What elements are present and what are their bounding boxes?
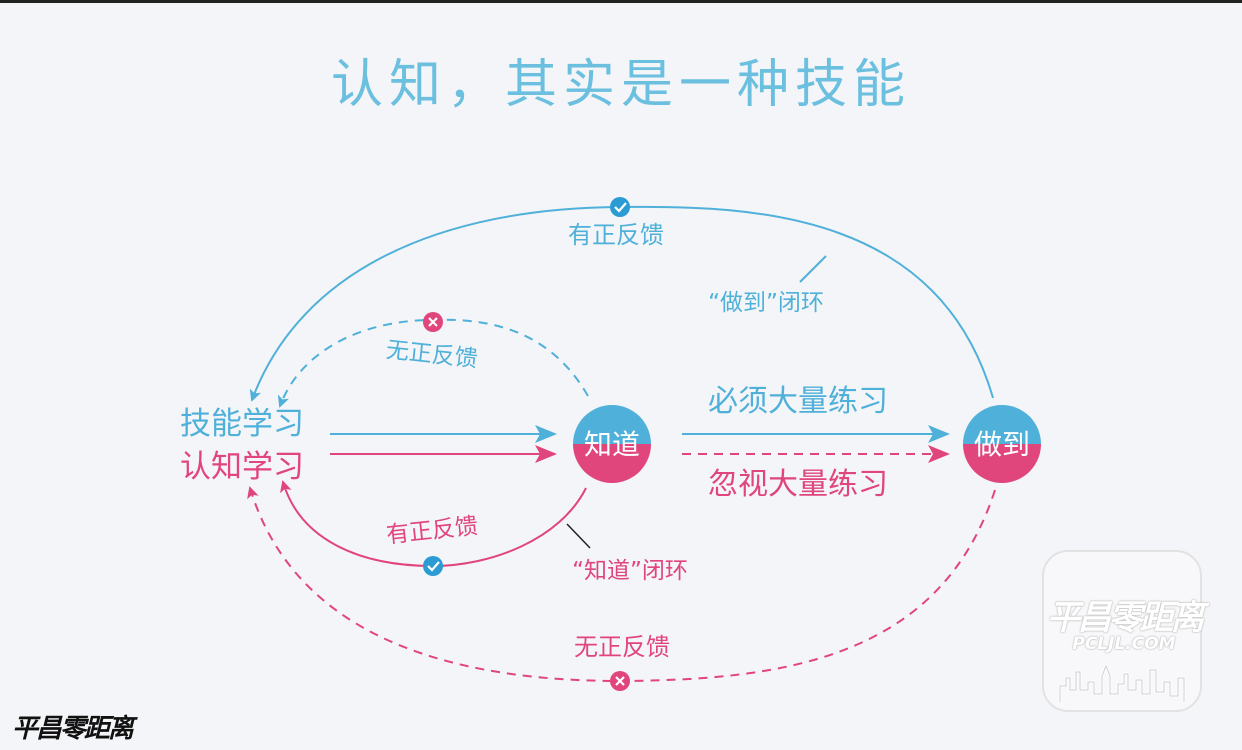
do-loop-label: “做到”闭环 <box>708 290 824 316</box>
do-loop-pointer <box>799 255 827 283</box>
must-practice-label: 必须大量练习 <box>708 384 888 419</box>
know-loop-pointer <box>566 523 591 549</box>
cross-icon <box>610 671 630 691</box>
top-positive-feedback-label: 有正反馈 <box>568 221 664 249</box>
watermark-logo-url: PCLJL.COM <box>1072 634 1176 654</box>
inner-no-feedback-label: 无正反馈 <box>385 337 479 372</box>
cross-icon <box>423 312 443 332</box>
do-node-label: 做到 <box>974 428 1030 461</box>
watermark-logo-text: 平昌零距离 <box>1046 598 1205 638</box>
page-title: 认知，其实是一种技能 <box>330 55 911 115</box>
inner-positive-feedback-label: 有正反馈 <box>385 513 479 548</box>
skill-learning-label: 技能学习 <box>180 406 304 442</box>
know-loop-label: “知道”闭环 <box>572 558 688 584</box>
cognitive-learning-label: 认知学习 <box>180 449 304 485</box>
skyline-icon <box>1058 662 1186 702</box>
check-icon <box>423 556 443 576</box>
bottom-no-feedback-label: 无正反馈 <box>574 633 670 661</box>
watermark-text: 平昌零距离 <box>12 714 134 744</box>
do-node: 做到 <box>963 405 1041 483</box>
check-icon <box>610 197 630 217</box>
ignore-practice-label: 忽视大量练习 <box>708 467 888 502</box>
know-node-label: 知道 <box>584 428 640 461</box>
know-node: 知道 <box>573 405 651 483</box>
top-bar <box>0 0 1242 3</box>
watermark-logo: 平昌零距离 PCLJL.COM <box>1042 550 1205 712</box>
